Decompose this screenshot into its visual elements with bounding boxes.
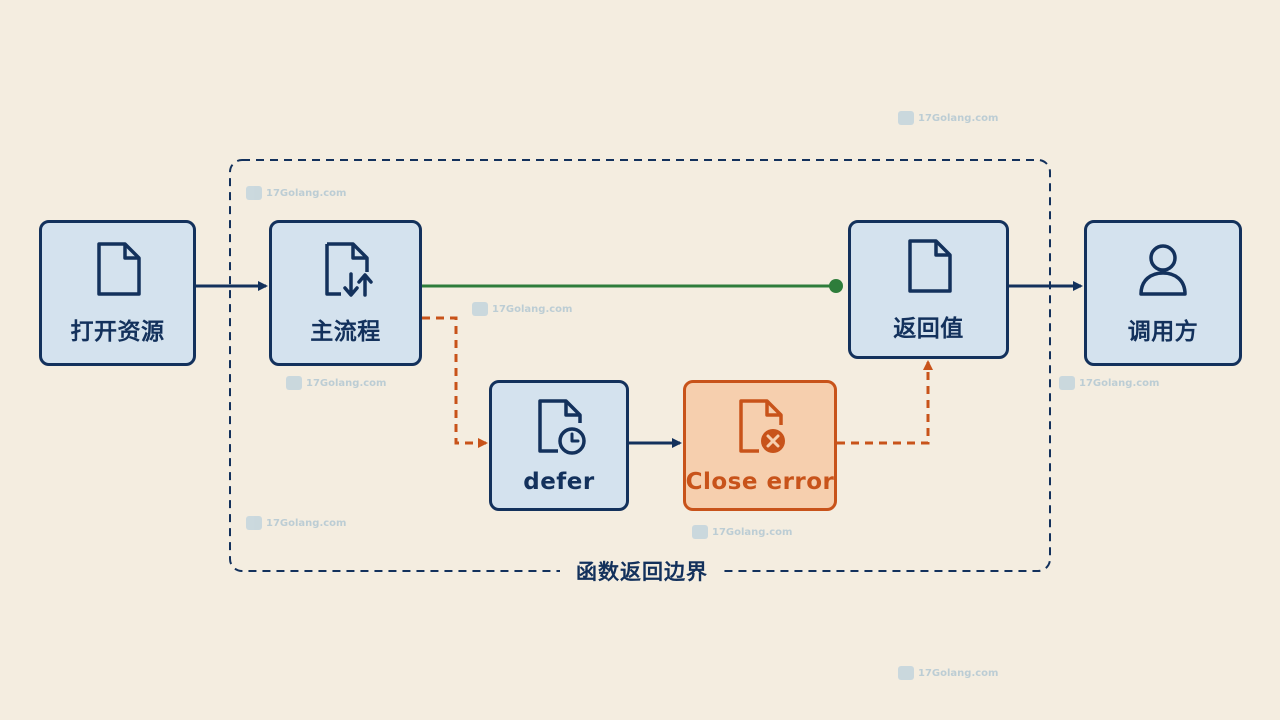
watermark: 17Golang.com bbox=[246, 516, 346, 530]
watermark-logo-icon bbox=[246, 186, 262, 200]
function-boundary-label: 函数返回边界 bbox=[560, 556, 724, 588]
watermark-text: 17Golang.com bbox=[918, 667, 999, 679]
document-transfer-icon bbox=[324, 242, 373, 297]
arrow-main-to-defer bbox=[422, 316, 488, 448]
watermark-logo-icon bbox=[472, 302, 488, 316]
node-main-flow-label: 主流程 bbox=[310, 319, 381, 345]
node-open-resource-label: 打开资源 bbox=[70, 319, 165, 345]
node-return-value[interactable]: 返回值 bbox=[848, 220, 1009, 359]
watermark-text: 17Golang.com bbox=[492, 303, 573, 315]
watermark-logo-icon bbox=[1059, 376, 1075, 390]
node-main-flow[interactable]: 主流程 bbox=[269, 220, 422, 366]
watermark: 17Golang.com bbox=[246, 186, 346, 200]
watermark-text: 17Golang.com bbox=[266, 187, 347, 199]
watermark-logo-icon bbox=[898, 111, 914, 125]
node-open-resource[interactable]: 打开资源 bbox=[39, 220, 196, 366]
watermark-text: 17Golang.com bbox=[266, 517, 347, 529]
watermark: 17Golang.com bbox=[692, 525, 792, 539]
watermark-text: 17Golang.com bbox=[306, 377, 387, 389]
watermark-text: 17Golang.com bbox=[918, 112, 999, 124]
node-defer[interactable]: defer bbox=[489, 380, 629, 511]
node-defer-label: defer bbox=[523, 468, 595, 495]
document-error-icon bbox=[739, 398, 785, 453]
watermark-logo-icon bbox=[898, 666, 914, 680]
watermark-logo-icon bbox=[692, 525, 708, 539]
document-icon bbox=[96, 242, 141, 296]
watermark: 17Golang.com bbox=[472, 302, 572, 316]
document-clock-icon bbox=[538, 398, 586, 455]
watermark-logo-icon bbox=[246, 516, 262, 530]
watermark-logo-icon bbox=[286, 376, 302, 390]
watermark-text: 17Golang.com bbox=[712, 526, 793, 538]
arrow-close-error-to-return bbox=[837, 360, 933, 445]
node-caller[interactable]: 调用方 bbox=[1084, 220, 1242, 366]
function-boundary-frame bbox=[229, 159, 1051, 572]
document-icon bbox=[907, 238, 952, 293]
watermark: 17Golang.com bbox=[898, 111, 998, 125]
node-close-error-label: Close error bbox=[685, 468, 835, 495]
node-caller-label: 调用方 bbox=[1127, 319, 1199, 345]
return-junction-dot bbox=[829, 279, 843, 293]
user-icon bbox=[1139, 244, 1187, 296]
watermark-text: 17Golang.com bbox=[1079, 377, 1160, 389]
watermark: 17Golang.com bbox=[898, 666, 998, 680]
watermark: 17Golang.com bbox=[1059, 376, 1159, 390]
node-close-error[interactable]: Close error bbox=[683, 380, 837, 511]
node-return-value-label: 返回值 bbox=[893, 315, 964, 342]
watermark: 17Golang.com bbox=[286, 376, 386, 390]
